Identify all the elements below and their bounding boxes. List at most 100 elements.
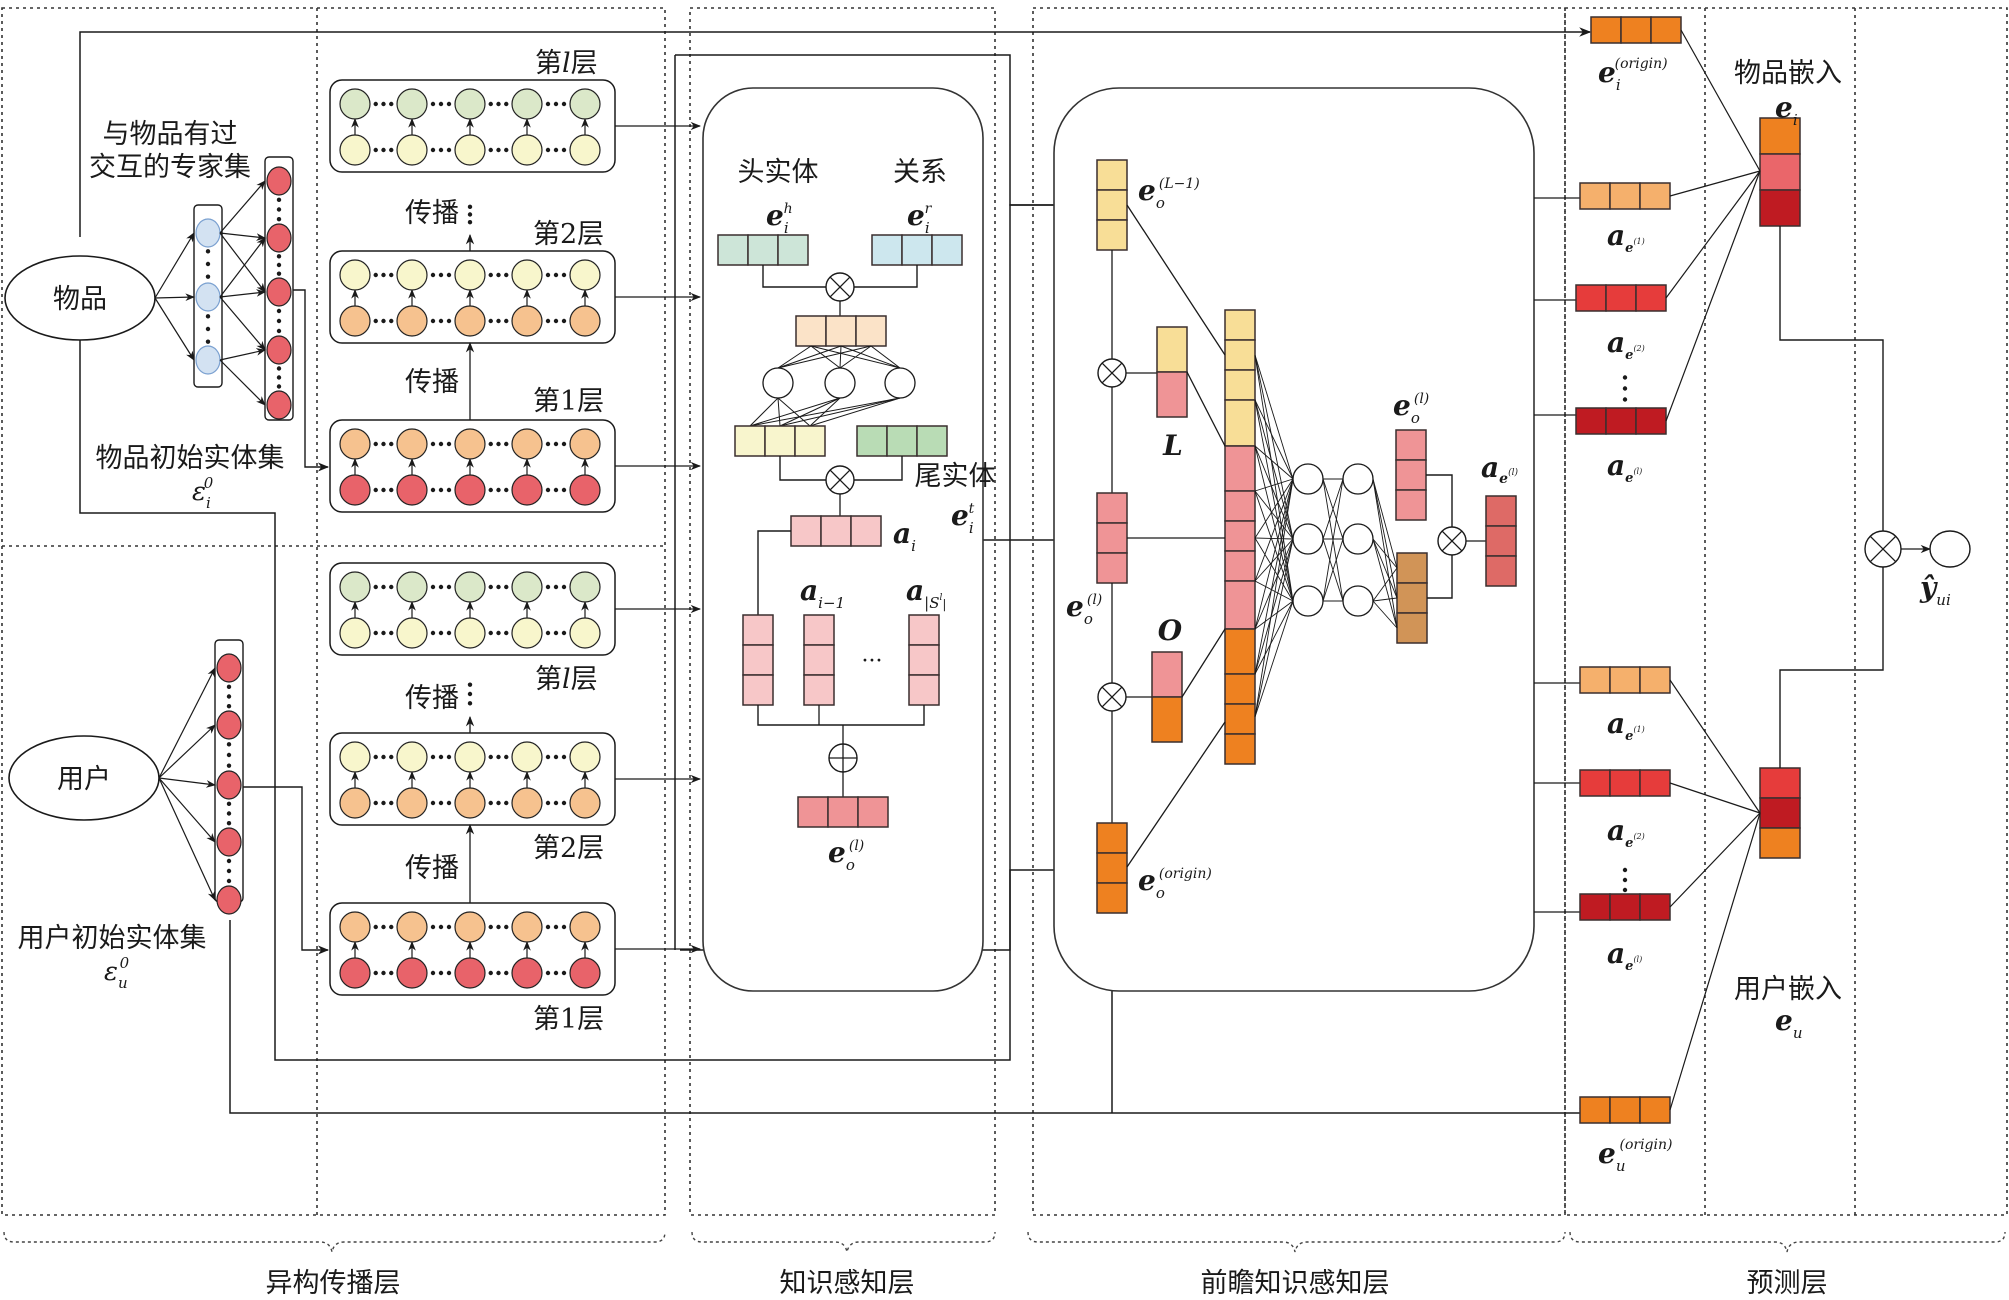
propagate-ellipsis <box>467 212 473 217</box>
layer-ellipsis <box>438 630 444 636</box>
layer-ellipsis <box>446 584 452 590</box>
layer-node <box>454 617 486 649</box>
vector-cell <box>857 796 889 828</box>
mlp-neuron <box>824 367 856 399</box>
vector-cell <box>1759 767 1801 799</box>
layer-ellipsis <box>373 318 378 324</box>
expert-to-entity-edge <box>219 289 266 298</box>
mlp-edge <box>1372 538 1398 599</box>
vector-cell <box>1224 520 1256 552</box>
expert-to-entity-edge <box>219 348 266 361</box>
vector-cell <box>1579 666 1611 694</box>
mlp-neuron <box>1342 585 1374 617</box>
expert-set-label-line1: 与物品有过 <box>103 119 238 150</box>
mlp-edge <box>777 397 781 427</box>
vector-cell <box>1605 284 1637 312</box>
layer-ellipsis <box>504 630 509 636</box>
user-propagate-label-upper: 传播 <box>405 683 459 714</box>
layer-node <box>339 428 371 460</box>
mlp-edge <box>1254 445 1294 480</box>
layer-ellipsis <box>438 441 444 447</box>
vector-cell <box>1156 371 1188 418</box>
layer-ellipsis <box>438 924 444 930</box>
layer-ellipsis <box>373 441 378 447</box>
mlp-neuron <box>1342 463 1374 495</box>
relation-label: 关系 <box>893 157 947 188</box>
layer-node <box>339 259 371 291</box>
vector-cell <box>1224 339 1256 371</box>
layer-ellipsis <box>430 101 436 107</box>
item-merge-edge <box>1665 170 1761 299</box>
attention-ai-symbol: ai <box>893 517 916 555</box>
layer-ellipsis <box>430 318 436 324</box>
layer-ellipsis <box>373 630 378 636</box>
vector-cell <box>1579 769 1611 797</box>
layer-ellipsis <box>381 754 386 760</box>
vector-cell <box>1224 703 1256 735</box>
layer-ellipsis <box>553 487 559 493</box>
layer-ellipsis <box>553 754 559 760</box>
layer-ellipsis <box>553 630 559 636</box>
mlp-edge <box>840 345 901 369</box>
layer-node <box>511 741 543 773</box>
el-symbol: eo(l) <box>1393 389 1429 427</box>
item-embedding-label: 物品嵌入 <box>1734 58 1842 89</box>
head-entity-label: 头实体 <box>738 157 819 188</box>
expert-to-entity-edge <box>219 237 266 298</box>
section-label-lookahead: 前瞻知识感知层 <box>1201 1268 1390 1299</box>
vector-cell <box>1485 525 1517 557</box>
vector-cell <box>1395 429 1427 461</box>
vector-cell <box>1096 522 1128 554</box>
operator-stroke <box>1101 362 1123 384</box>
layer-ellipsis <box>381 630 386 636</box>
layer-node <box>339 571 371 603</box>
pred-to-product <box>779 456 826 481</box>
item-init-ellipsis <box>276 271 282 276</box>
user-origin-connector <box>229 920 1592 1118</box>
layer-ellipsis <box>488 584 493 590</box>
knowledge-marks <box>717 234 963 828</box>
layer-ellipsis <box>430 147 436 153</box>
mlp-edge <box>1254 580 1294 602</box>
mlp-neuron <box>1292 585 1324 617</box>
item-attention-ellipsis <box>1622 375 1628 380</box>
vector-cell <box>1639 769 1671 797</box>
vector-cell <box>790 515 822 547</box>
mlp-edge <box>1254 478 1294 675</box>
mlp-edge <box>1254 354 1294 540</box>
layer-ellipsis <box>446 487 452 493</box>
vector-cell <box>931 234 963 266</box>
item-attention-1-symbol: ae(1) <box>1607 219 1645 256</box>
item-layer-2-label: 第2层 <box>533 219 604 250</box>
user-layer-l <box>329 562 702 656</box>
mlp-neuron <box>762 367 794 399</box>
vector-cell <box>1605 407 1637 435</box>
vector-cell <box>1609 182 1641 210</box>
mlp-edge <box>1254 478 1294 718</box>
user-init-node <box>216 770 242 800</box>
user-layer-1 <box>329 902 702 996</box>
layer-node <box>454 134 486 166</box>
mlp-edge <box>1372 538 1398 629</box>
layer-ellipsis <box>496 800 501 806</box>
user-init-ellipsis <box>226 878 232 884</box>
layer-ellipsis <box>389 924 394 930</box>
vector-cell <box>1396 582 1428 614</box>
layer-ellipsis <box>381 487 386 493</box>
attention-product-icon <box>1437 526 1467 556</box>
vector-cell <box>1224 399 1256 447</box>
user-origin-vector <box>1579 1096 1671 1124</box>
item-propagate-label-upper: 传播 <box>405 198 459 229</box>
routing-connectors <box>79 27 1592 1118</box>
user-layer-2 <box>329 732 702 826</box>
vector-cell <box>901 234 933 266</box>
layer-node <box>454 259 486 291</box>
layer-ellipsis <box>373 924 378 930</box>
layer-node <box>396 474 428 506</box>
layer-ellipsis <box>381 584 386 590</box>
item-init-ellipsis <box>276 308 282 314</box>
layer-ellipsis <box>504 970 509 976</box>
user-propagate-label-lower: 传播 <box>405 853 459 884</box>
user-to-entity-edge <box>158 777 216 788</box>
propagate-ellipsis <box>467 682 473 687</box>
